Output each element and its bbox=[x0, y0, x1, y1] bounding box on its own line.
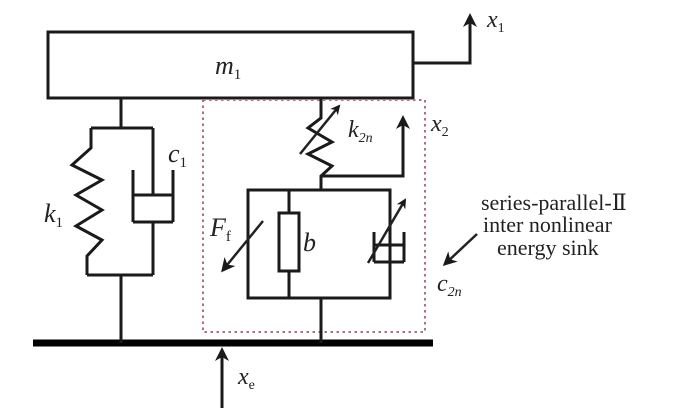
nes-boundary-box bbox=[202, 99, 426, 333]
annotation-pointer-arrow bbox=[442, 233, 478, 267]
b-inerter bbox=[277, 190, 301, 298]
annotation-line-3: energy sink bbox=[497, 235, 599, 260]
c1-label: c1 bbox=[168, 139, 187, 171]
annotation-line-1: series-parallel-Ⅱ bbox=[481, 190, 627, 215]
mass-block bbox=[46, 30, 415, 100]
x2-label: x2 bbox=[430, 111, 449, 140]
k1-label: k1 bbox=[44, 199, 63, 231]
b-label: b bbox=[303, 228, 316, 257]
primary-suspension bbox=[69, 98, 175, 343]
xe-label: xe bbox=[237, 364, 255, 393]
x2-displacement-arrow bbox=[321, 115, 410, 178]
k2n-nonlinear-spring bbox=[299, 98, 341, 190]
ff-friction-arrow bbox=[221, 220, 264, 273]
annotation-text: series-parallel-Ⅱ inter nonlinear energy… bbox=[481, 190, 632, 260]
nes-parallel-frame bbox=[246, 188, 392, 343]
annotation-line-2: inter nonlinear bbox=[483, 212, 613, 237]
mass-label: m1 bbox=[215, 51, 241, 83]
c1-damper bbox=[131, 128, 175, 275]
k2n-label: k2n bbox=[348, 117, 373, 146]
x1-label: x1 bbox=[486, 7, 505, 36]
x1-displacement-arrow bbox=[413, 13, 477, 65]
ff-label: Ff bbox=[209, 213, 231, 245]
k1-spring bbox=[69, 128, 106, 275]
c2n-nonlinear-damper bbox=[366, 190, 407, 298]
c2n-label: c2n bbox=[437, 271, 462, 300]
